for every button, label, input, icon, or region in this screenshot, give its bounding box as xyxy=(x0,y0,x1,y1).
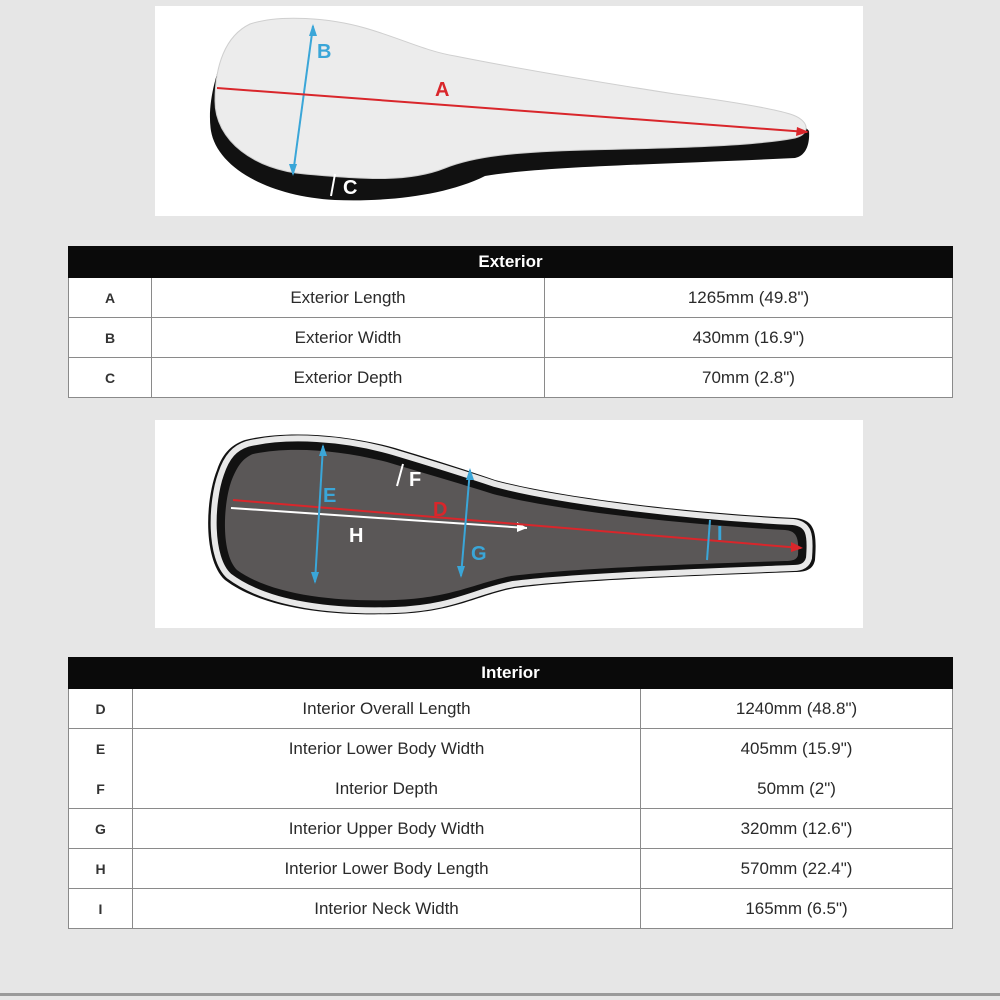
interior-spec-table: Interior D Interior Overall Length 1240m… xyxy=(67,657,954,929)
row-label: Interior Neck Width xyxy=(132,888,641,929)
row-label: Exterior Width xyxy=(151,317,545,358)
exterior-case-illustration: B A C xyxy=(155,6,863,216)
dimension-line-g xyxy=(460,469,471,577)
bottom-divider xyxy=(0,993,1000,996)
row-label: Interior Lower Body Length xyxy=(132,848,641,889)
interior-case-illustration: H D E G I F xyxy=(155,420,863,628)
exterior-spec-table: Exterior A Exterior Length 1265mm (49.8"… xyxy=(68,246,953,398)
row-key: E xyxy=(68,728,133,769)
arrowhead-b-top xyxy=(309,24,317,36)
label-g: G xyxy=(471,543,487,565)
arrowhead-e-top xyxy=(319,444,327,456)
row-label: Exterior Length xyxy=(151,277,545,318)
row-key: C xyxy=(68,357,152,398)
row-label: Exterior Depth xyxy=(151,357,545,398)
row-value: 1240mm (48.8") xyxy=(639,688,954,729)
dimension-line-a xyxy=(216,87,808,133)
arrowhead-b-bottom xyxy=(289,164,297,176)
row-label: Interior Lower Body Width xyxy=(132,728,641,769)
row-value: 320mm (12.6") xyxy=(639,808,954,849)
arrowhead-a-right xyxy=(796,127,809,136)
dimension-line-h xyxy=(230,507,528,529)
row-value: 165mm (6.5") xyxy=(639,888,954,929)
row-key: B xyxy=(68,317,152,358)
dimension-line-i xyxy=(706,519,711,561)
row-value: 405mm (15.9") xyxy=(639,728,954,769)
dimension-line-b xyxy=(292,25,314,175)
dimension-line-f xyxy=(396,463,404,487)
row-key: H xyxy=(68,848,133,889)
label-h: H xyxy=(349,525,363,547)
row-key: F xyxy=(68,768,133,809)
table-row: F Interior Depth 50mm (2") xyxy=(68,768,954,809)
arrowhead-g-bottom xyxy=(457,566,465,578)
row-value: 430mm (16.9") xyxy=(544,317,953,358)
label-a: A xyxy=(435,79,449,101)
interior-table-title: Interior xyxy=(67,657,954,689)
row-key: D xyxy=(68,688,133,729)
interior-case-diagram: H D E G I F xyxy=(208,434,816,615)
exterior-case-diagram: B A C xyxy=(209,17,810,201)
label-b: B xyxy=(317,41,331,63)
row-key: I xyxy=(68,888,133,929)
row-value: 1265mm (49.8") xyxy=(544,277,953,318)
case-lid-top xyxy=(214,17,807,179)
row-value: 70mm (2.8") xyxy=(544,357,953,398)
table-row: C Exterior Depth 70mm (2.8") xyxy=(68,357,953,398)
row-value: 50mm (2") xyxy=(639,768,954,809)
table-row: A Exterior Length 1265mm (49.8") xyxy=(68,277,953,318)
row-value: 570mm (22.4") xyxy=(639,848,954,889)
dimension-line-d xyxy=(232,499,802,549)
case-interior-lining xyxy=(224,449,799,601)
exterior-table-title: Exterior xyxy=(68,246,953,278)
arrowhead-e-bottom xyxy=(311,572,319,584)
row-label: Interior Upper Body Width xyxy=(132,808,641,849)
dimension-line-c xyxy=(330,173,336,197)
table-row: B Exterior Width 430mm (16.9") xyxy=(68,317,953,358)
row-key: A xyxy=(68,277,152,318)
row-key: G xyxy=(68,808,133,849)
table-row: H Interior Lower Body Length 570mm (22.4… xyxy=(68,848,954,889)
table-row: I Interior Neck Width 165mm (6.5") xyxy=(68,888,954,929)
row-label: Interior Depth xyxy=(132,768,641,809)
label-c: C xyxy=(343,177,357,199)
case-rim xyxy=(210,435,813,614)
table-row: D Interior Overall Length 1240mm (48.8") xyxy=(68,688,954,729)
row-label: Interior Overall Length xyxy=(132,688,641,729)
table-row: E Interior Lower Body Width 405mm (15.9"… xyxy=(68,728,954,769)
dimension-line-e xyxy=(314,445,324,583)
label-i: I xyxy=(717,523,723,545)
label-e: E xyxy=(323,485,336,507)
table-row: G Interior Upper Body Width 320mm (12.6"… xyxy=(68,808,954,849)
label-f: F xyxy=(409,469,421,491)
arrowhead-d-right xyxy=(791,542,803,552)
arrowhead-g-top xyxy=(466,468,474,480)
label-d: D xyxy=(433,499,447,521)
